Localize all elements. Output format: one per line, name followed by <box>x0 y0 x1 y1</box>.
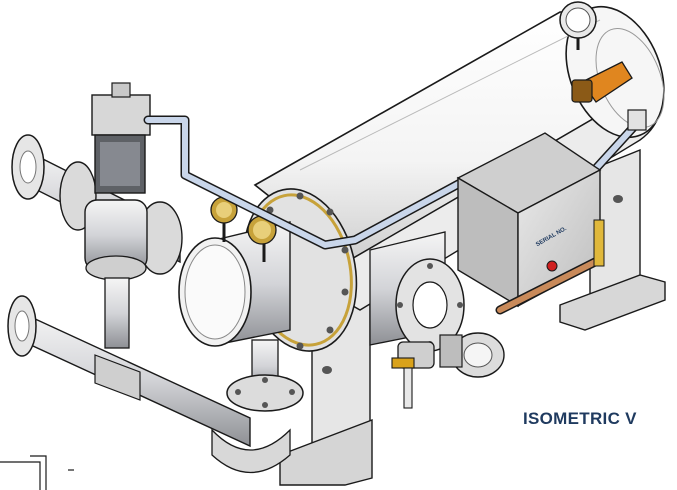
gauge-left-icon <box>210 196 238 242</box>
ball-valve-icon <box>391 341 435 409</box>
drawing-border <box>0 455 74 490</box>
pressure-switch-icon <box>439 332 505 378</box>
outlet-flange-right <box>369 231 465 352</box>
support-leg-rear <box>559 148 666 331</box>
gauge-right-icon <box>247 215 277 262</box>
solenoid-valve-icon <box>91 82 151 194</box>
view-label: ISOMETRIC V <box>523 409 637 428</box>
pressure-gauge-top-icon <box>559 1 597 50</box>
copper-line <box>495 219 605 315</box>
tubing-fitting-icon <box>627 109 647 131</box>
relief-valve-icon <box>571 61 633 103</box>
valve-body <box>84 199 148 349</box>
header-drum <box>178 221 291 347</box>
lower-pipe <box>7 295 291 474</box>
indicator-lamp-icon <box>546 260 558 272</box>
outlet-elbow <box>226 339 304 412</box>
